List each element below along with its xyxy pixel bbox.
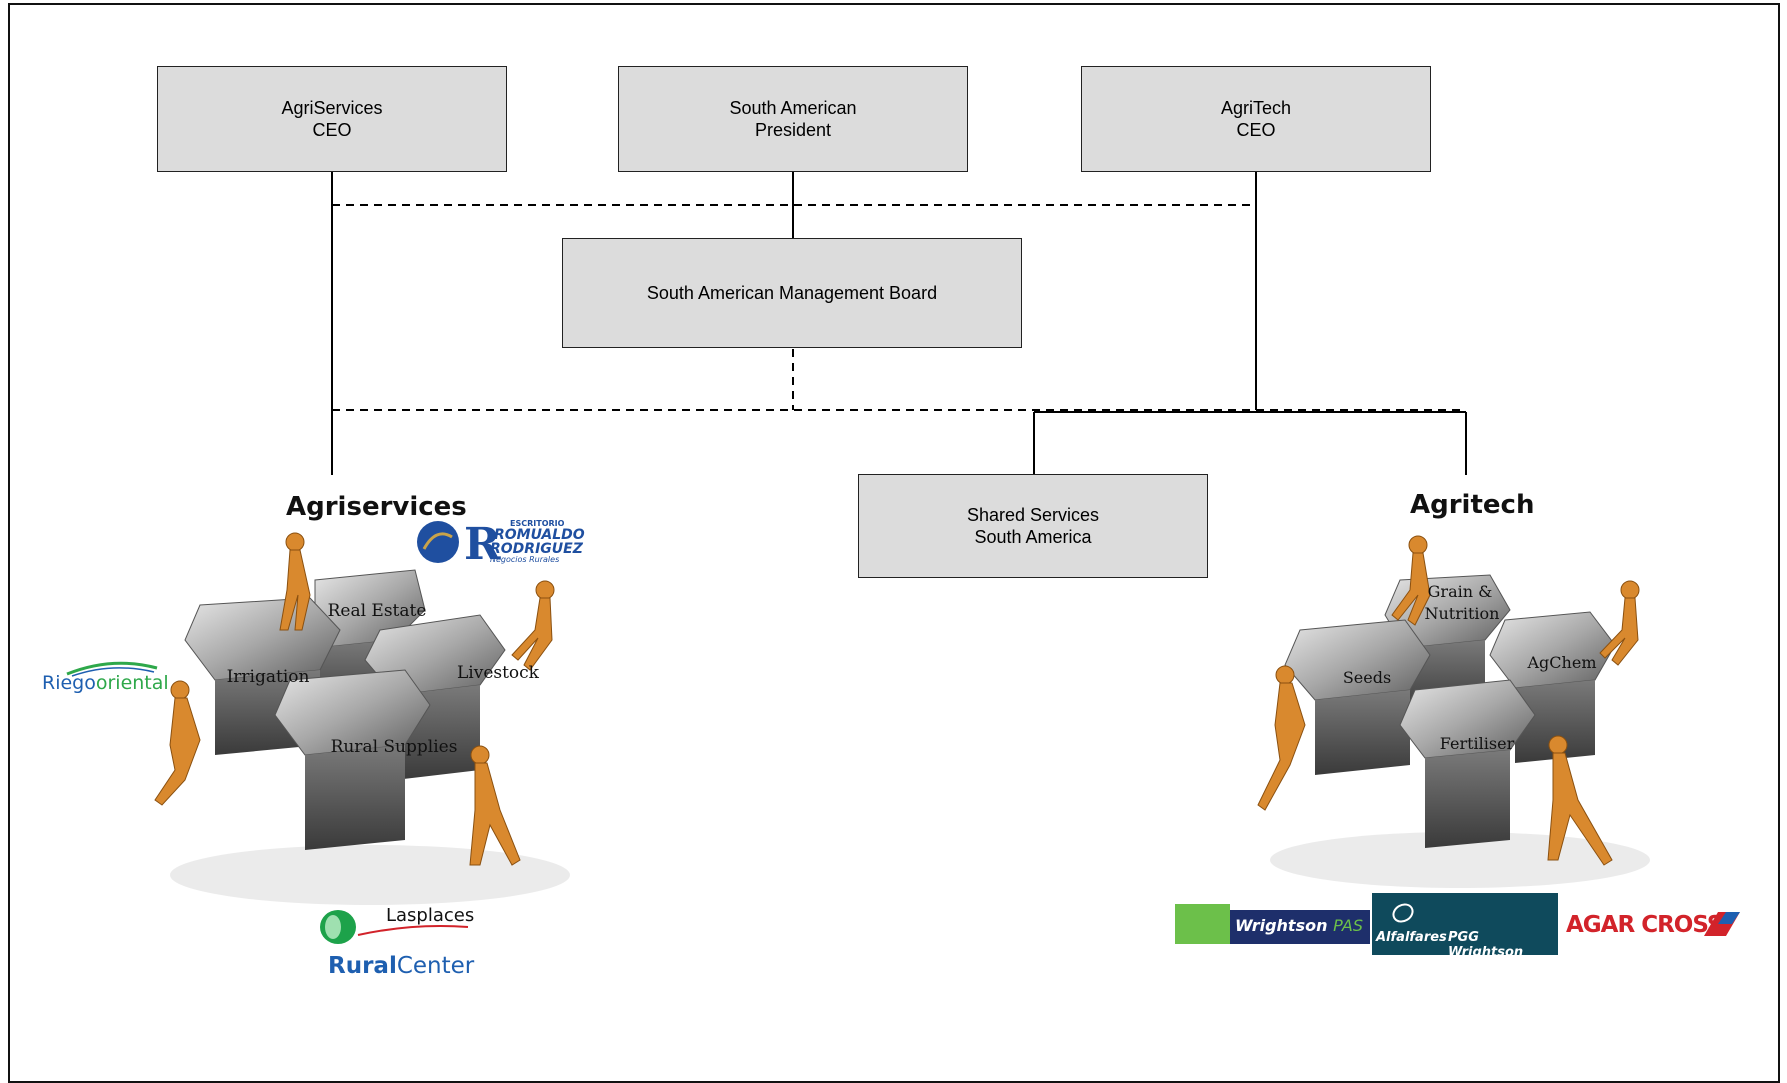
wooden-figure-icon	[1547, 735, 1613, 866]
puzzle-piece-rural-supplies	[274, 669, 431, 850]
management-board-box: South American Management Board	[562, 238, 1022, 348]
management-board-title: South American Management Board	[646, 283, 938, 303]
shared-services-box: Shared Services South America	[858, 474, 1208, 578]
agritech-heading: Agritech	[1410, 490, 1535, 520]
wooden-figure-icon	[469, 745, 521, 866]
piece-label-real-estate: Real Estate	[328, 601, 427, 621]
wooden-figure-icon	[1257, 665, 1306, 811]
wooden-figure-icon	[279, 532, 311, 631]
shared-services-title: Shared Services	[966, 505, 1100, 525]
sa-president-title: South American	[729, 98, 857, 118]
sa-president-box: South American President	[618, 66, 968, 172]
piece-label-fertiliser: Fertiliser	[1440, 734, 1515, 753]
piece-label-nutrition: Nutrition	[1425, 604, 1500, 623]
piece-label-seeds: Seeds	[1343, 668, 1391, 687]
agritech-ceo-title: AgriTech	[1220, 98, 1292, 118]
agriservices-heading: Agriservices	[286, 492, 467, 522]
sa-president-role: President	[754, 120, 832, 140]
center-text: Center	[396, 953, 475, 979]
wooden-figure-icon	[1391, 535, 1431, 626]
piece-label-livestock: Livestock	[457, 663, 540, 683]
riego-o-text: o	[95, 672, 108, 694]
puzzle-piece-fertiliser	[1399, 679, 1536, 848]
wrightson-text: Wrightson	[1235, 916, 1328, 935]
alfalfares-text: Alfalfares	[1376, 930, 1447, 945]
wrightson-pas-logo: Wrightson PAS	[1175, 902, 1370, 946]
agriservices-puzzle-cluster: Real Estate Irrigation Livestock Rural S…	[154, 532, 570, 905]
romualdo-name: ROMUALDO	[494, 527, 585, 543]
puzzle-piece-seeds	[1284, 619, 1431, 775]
riegoriental-logo: Riegooriental	[42, 658, 169, 698]
riego-text: Riego	[42, 672, 96, 694]
agritech-ceo-role: CEO	[1236, 120, 1276, 140]
oriental-text: riental	[107, 672, 169, 694]
rural-text: Rural	[328, 953, 397, 979]
piece-label-grain: Grain &	[1428, 582, 1493, 601]
lasplaces-logo: Lasplaces RuralCenter	[318, 905, 478, 985]
romualdo-rodriguez-logo: R ESCRITORIO ROMUALDO RODRIGUEZ Negocios…	[414, 519, 594, 565]
romualdo-top-text: ESCRITORIO	[510, 519, 565, 528]
pgg-wrightson-text: PGG Wrightson	[1448, 930, 1524, 960]
piece-label-agchem: AgChem	[1527, 653, 1597, 672]
romualdo-subtitle: Negocios Rurales	[490, 555, 560, 564]
shared-services-region: South America	[974, 527, 1092, 547]
wooden-figure-icon	[511, 580, 555, 671]
pas-emblem-icon	[1175, 904, 1230, 944]
agar-cross-logo: AGAR CROSS	[1562, 908, 1742, 944]
piece-label-rural-supplies: Rural Supplies	[331, 737, 458, 757]
lasplaces-name: Lasplaces	[386, 905, 475, 926]
agriservices-ceo-title: AgriServices	[281, 98, 383, 118]
agar-cross-text: AGAR CROSS	[1566, 912, 1723, 938]
agritech-ceo-box: AgriTech CEO	[1081, 66, 1431, 172]
wooden-figure-icon	[1599, 580, 1640, 666]
romualdo-mark: R	[464, 519, 501, 565]
agriservices-ceo-role: CEO	[312, 120, 352, 140]
romualdo-surname: RODRIGUEZ	[490, 541, 583, 557]
piece-label-irrigation: Irrigation	[227, 667, 310, 687]
agritech-puzzle-cluster: Grain & Nutrition Seeds AgChem Fertilise…	[1257, 535, 1650, 888]
wooden-figure-icon	[154, 680, 201, 806]
puzzle-piece-agchem	[1489, 611, 1616, 763]
alfalfares-pgg-logo: Alfalfares PGG Wrightson	[1372, 893, 1558, 960]
pas-text: PAS	[1333, 916, 1364, 935]
agriservices-ceo-box: AgriServices CEO	[157, 66, 507, 172]
